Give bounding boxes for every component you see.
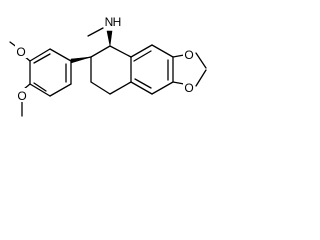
h-label: H <box>113 15 122 29</box>
nh-group: N H <box>104 12 122 30</box>
o-label-dioxole-top: O <box>184 48 193 62</box>
o-label-methoxy-top: O <box>16 45 25 59</box>
dimethoxyphenyl-ring <box>29 48 72 97</box>
o-label-dioxole-bottom: O <box>184 81 193 95</box>
wedge-bond-nh <box>106 30 113 47</box>
dioxole-oxygen-bottom: O <box>183 80 195 95</box>
fused-aromatic-ring <box>130 44 174 95</box>
wedge-bond-aryl <box>70 56 92 64</box>
dioxole-oxygen-top: O <box>183 47 195 62</box>
methoxy-bottom: O <box>16 88 28 103</box>
saturated-ring <box>90 45 132 95</box>
molecule-structure: N H O O O O <box>9 12 207 117</box>
n-label: N <box>105 15 114 29</box>
n-methyl-bond <box>87 27 104 37</box>
methoxy-top: O <box>15 44 27 59</box>
dioxole-ring <box>172 52 207 87</box>
o-label-methoxy-bottom: O <box>17 89 26 103</box>
